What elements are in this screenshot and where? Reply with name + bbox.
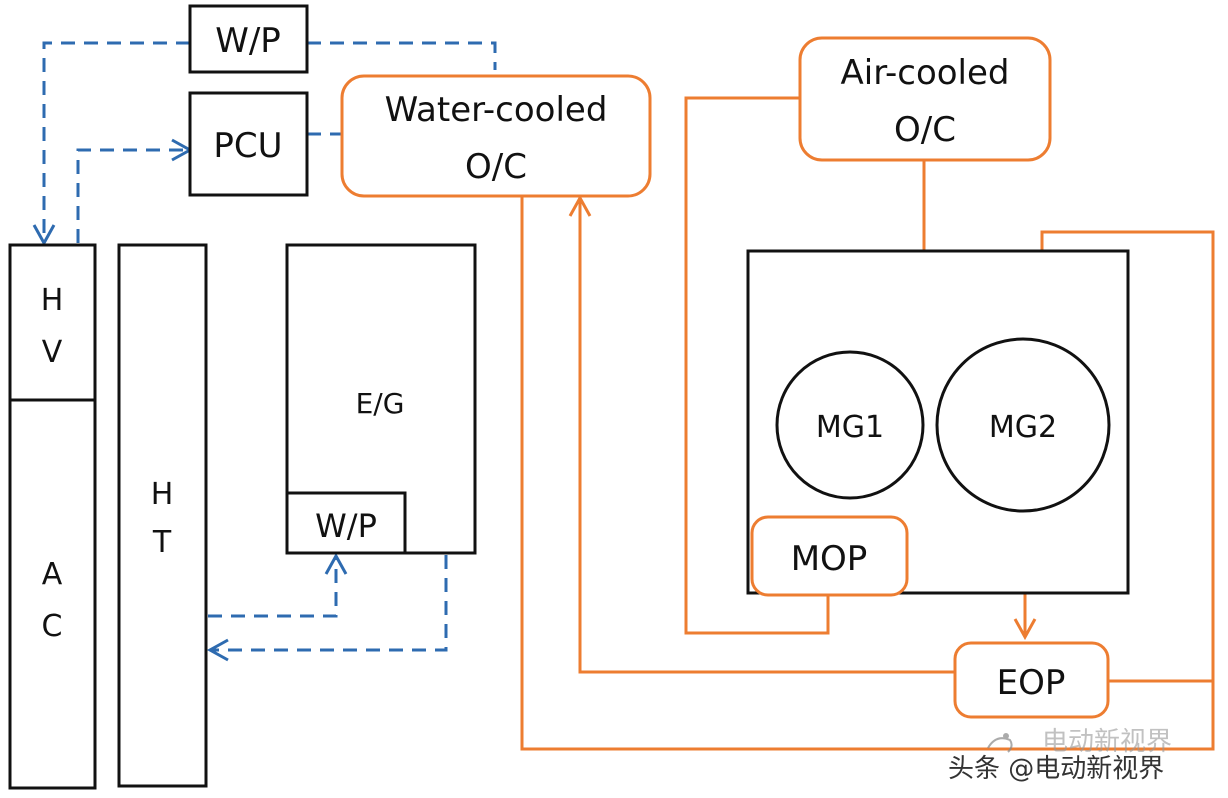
watermark-back-text: 电动新视界 <box>1042 727 1172 757</box>
air-cooled-label-line2: O/C <box>894 110 956 150</box>
watermark-logo-icon <box>987 733 1013 753</box>
wp-top-box <box>188 4 309 74</box>
eop-label: EOP <box>997 663 1066 703</box>
air-cooled-oc-box <box>798 36 1052 162</box>
watermark: 电动新视界 头条 @电动新视界 头条 @电动新视界 <box>946 727 1173 787</box>
air-cooled-label-line1: Air-cooled <box>840 53 1009 93</box>
mg1-circle <box>775 350 925 500</box>
water-oc-return-line <box>520 196 1215 751</box>
watermark-front-text-fill: 头条 @电动新视界 <box>948 754 1164 784</box>
water-cooled-label-line2: O/C <box>465 147 527 187</box>
engine-label: E/G <box>356 387 405 420</box>
hv-label-line1: H <box>41 283 64 318</box>
black-components <box>8 4 1130 790</box>
mg2-circle <box>935 337 1111 513</box>
engine-wp-box <box>285 491 407 555</box>
water-cooled-label-line1: Water-cooled <box>385 90 608 130</box>
hv-to-pcu-line <box>76 138 194 243</box>
wp-to-water-oc-line <box>307 41 497 70</box>
hv-label-line2: V <box>42 335 63 370</box>
blue-coolant-lines <box>32 41 497 662</box>
mop-label: MOP <box>791 539 868 579</box>
mg2-label: MG2 <box>989 410 1057 445</box>
engine-wp-label: W/P <box>315 507 377 545</box>
ht-label-line2: T <box>152 525 172 560</box>
ac-label-line1: A <box>42 557 63 592</box>
mop-to-air-oc-line <box>684 96 830 635</box>
wp-to-hv-line <box>32 41 190 247</box>
eop-box <box>953 641 1110 719</box>
engine-to-ht-line <box>206 555 448 662</box>
watermark-front-text: 头条 @电动新视界 <box>948 754 1164 784</box>
mg1-label: MG1 <box>816 410 884 445</box>
pcu-box <box>188 91 309 197</box>
hv-box <box>8 243 97 402</box>
pcu-label: PCU <box>213 126 282 166</box>
ac-box <box>8 398 97 790</box>
ht-label-line1: H <box>151 477 174 512</box>
ac-label-line2: C <box>42 609 63 644</box>
eop-to-water-oc-line <box>568 194 955 674</box>
ht-to-engine-wp-line <box>208 552 348 618</box>
component-labels: W/P PCU Water-cooled O/C Air-cooled O/C … <box>41 21 1066 703</box>
water-cooled-oc-box <box>340 74 652 198</box>
wp-top-label: W/P <box>215 21 281 61</box>
ht-box <box>117 243 208 788</box>
orange-components <box>340 36 1110 719</box>
mop-box <box>750 515 909 597</box>
